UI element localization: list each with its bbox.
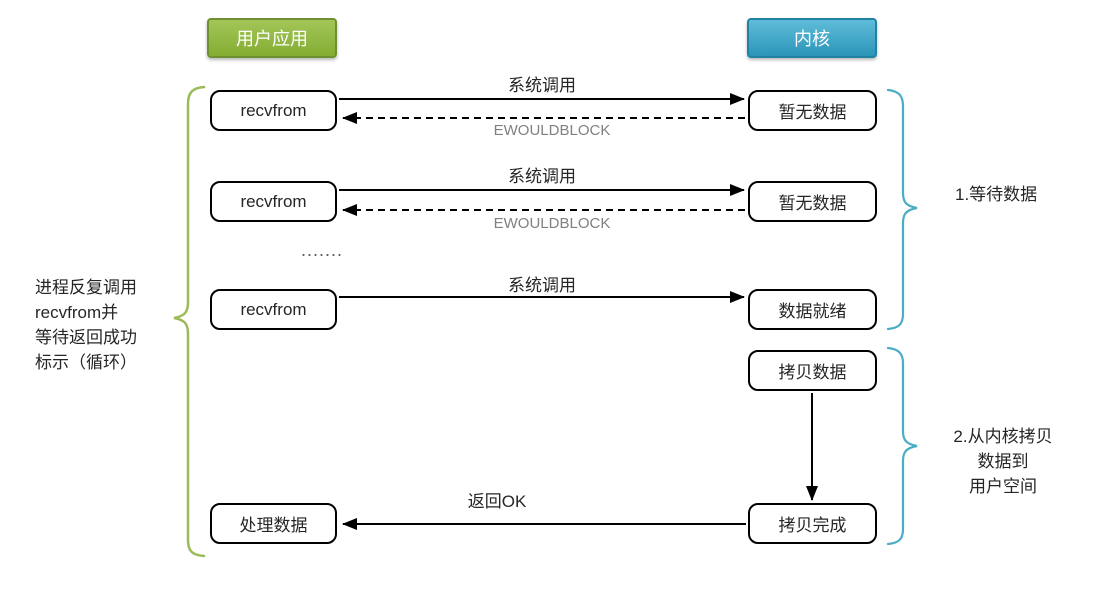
- left-note: 进程反复调用 recvfrom并 等待返回成功 标示（循环）: [35, 275, 137, 375]
- box-copy-data-label: 拷贝数据: [778, 363, 847, 382]
- phase-2-line-2: 数据到: [977, 452, 1029, 471]
- box-recvfrom-2-label: recvfrom: [240, 191, 307, 211]
- left-note-line-4: 标示（循环）: [35, 353, 137, 372]
- phase-1-label: 1.等待数据: [955, 185, 1038, 204]
- label-return-ok: 返回OK: [467, 492, 527, 511]
- label-ewouldblock-1: EWOULDBLOCK: [493, 122, 611, 139]
- label-syscall-2: 系统调用: [508, 167, 576, 186]
- user-app-header: 用户应用: [207, 18, 337, 58]
- phase-2-label: 2.从内核拷贝 数据到 用户空间: [953, 424, 1052, 499]
- box-recvfrom-2: recvfrom: [210, 181, 337, 222]
- label-syscall-1: 系统调用: [508, 76, 576, 95]
- user-app-header-label: 用户应用: [236, 29, 308, 49]
- box-no-data-1: 暂无数据: [748, 90, 877, 131]
- phase-2-line-3: 用户空间: [969, 477, 1037, 496]
- phase-2-line-1: 2.从内核拷贝: [953, 427, 1053, 446]
- box-no-data-1-label: 暂无数据: [778, 103, 847, 122]
- box-process-data: 处理数据: [210, 503, 337, 544]
- left-note-line-2: recvfrom并: [35, 303, 119, 322]
- box-no-data-2-label: 暂无数据: [778, 194, 847, 213]
- box-data-ready-label: 数据就绪: [778, 302, 847, 321]
- right-brace-1: [886, 88, 918, 331]
- left-brace: [173, 85, 206, 558]
- box-no-data-2: 暂无数据: [748, 181, 877, 222]
- box-recvfrom-3: recvfrom: [210, 289, 337, 330]
- box-copy-data: 拷贝数据: [748, 350, 877, 391]
- label-syscall-3: 系统调用: [508, 276, 576, 295]
- kernel-header: 内核: [747, 18, 877, 58]
- loop-ellipsis: .......: [301, 240, 344, 260]
- left-note-line-3: 等待返回成功: [35, 328, 137, 347]
- box-process-data-label: 处理数据: [239, 516, 308, 535]
- label-ewouldblock-2: EWOULDBLOCK: [493, 215, 611, 232]
- box-copy-done-label: 拷贝完成: [778, 516, 847, 535]
- box-copy-done: 拷贝完成: [748, 503, 877, 544]
- box-recvfrom-1: recvfrom: [210, 90, 337, 131]
- left-note-line-1: 进程反复调用: [35, 278, 137, 297]
- kernel-header-label: 内核: [794, 29, 830, 49]
- right-brace-2: [886, 346, 918, 546]
- box-data-ready: 数据就绪: [748, 289, 877, 330]
- box-recvfrom-3-label: recvfrom: [240, 299, 307, 319]
- box-recvfrom-1-label: recvfrom: [240, 100, 307, 120]
